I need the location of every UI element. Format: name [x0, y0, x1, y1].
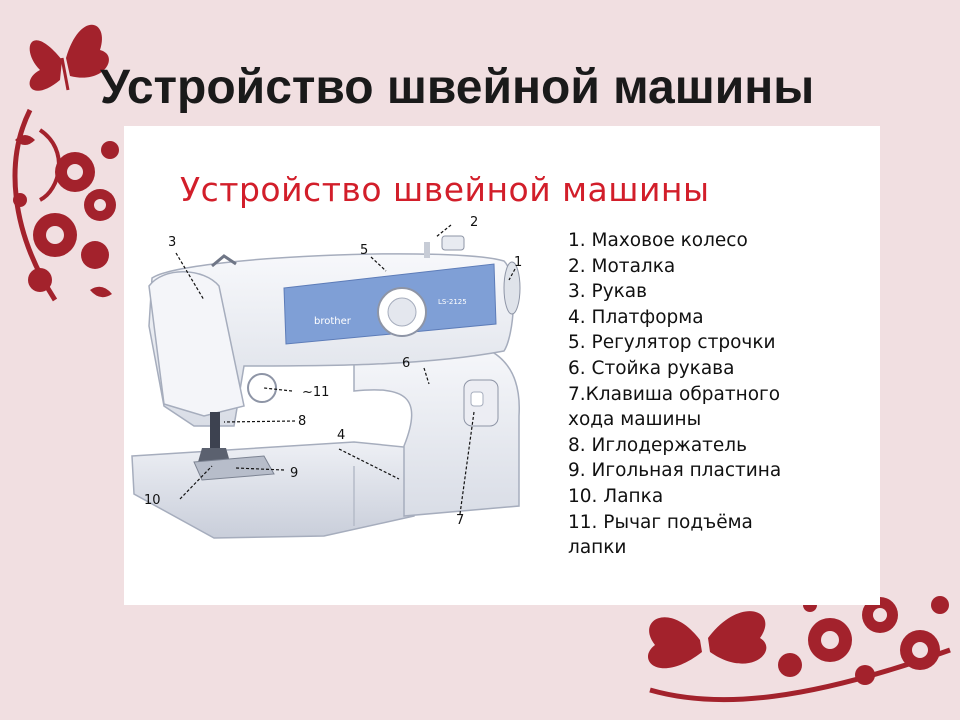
panel-title: Устройство швейной машины [180, 170, 710, 209]
legend-item: 1. Маховое колесо [568, 230, 748, 251]
tension-dial [247, 373, 277, 403]
callout-10: 10 [144, 493, 161, 508]
callout-5: 5 [360, 243, 368, 258]
butterfly-icon [647, 611, 767, 669]
slide-title: Устройство швейной машины [100, 61, 815, 114]
diagram-panel: Устройство швейной машины brother LS-212… [124, 126, 880, 605]
bobbin-winder [441, 235, 465, 251]
legend-item: 9. Игольная пластина [568, 460, 782, 482]
callout-11: ~11 [302, 385, 329, 400]
floral-ornament-bottom-right [647, 596, 951, 703]
butterfly-icon [29, 24, 109, 91]
needle-holder [210, 412, 220, 448]
legend-item: 6. Стойка рукава [568, 357, 735, 379]
machine-head [148, 271, 245, 417]
model-label: LS-2125 [438, 298, 467, 306]
legend-item: 10. Лапка [568, 485, 664, 507]
legend-item: хода машины [568, 409, 702, 431]
needle-plate [193, 455, 275, 481]
legend-item: лапки [568, 537, 627, 559]
brand-label: brother [314, 316, 352, 327]
legend-item: 2. Моталка [568, 255, 676, 277]
callout-1: 1 [514, 255, 522, 270]
callout-8: 8 [298, 414, 306, 429]
callout-3: 3 [168, 235, 176, 250]
legend-item: 8. Иглодержатель [568, 434, 748, 456]
legend-item: 3. Рукав [568, 281, 648, 303]
callout-2: 2 [470, 216, 478, 230]
flywheel [503, 261, 521, 315]
legend-item: 7.Клавиша обратного [568, 383, 781, 405]
callout-4: 4 [337, 428, 345, 443]
floral-ornament-top-left [12, 24, 119, 302]
callout-7: 7 [456, 513, 464, 528]
sewing-machine-illustration: brother LS-2125 [131, 216, 522, 539]
callout-9: 9 [290, 466, 298, 481]
presser-foot [198, 448, 230, 462]
legend-item: 4. Платформа [568, 306, 704, 328]
machine-platform [131, 441, 415, 539]
legend-item: 11. Рычаг подъёма [568, 511, 753, 533]
legend-item: 5. Регулятор строчки [568, 332, 776, 354]
callout-6: 6 [402, 356, 410, 371]
parts-legend: 1. Маховое колесо 2. Моталка 3. Рукав 4.… [568, 228, 873, 561]
